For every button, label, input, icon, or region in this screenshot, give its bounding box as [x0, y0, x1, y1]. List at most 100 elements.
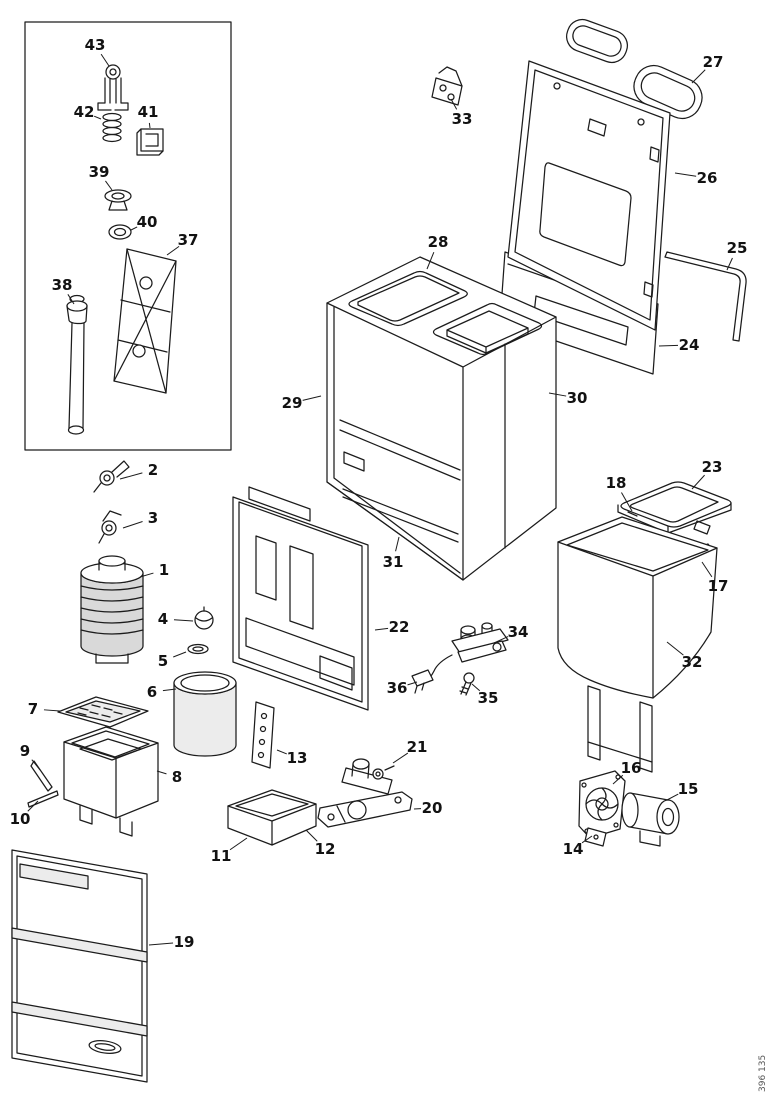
- callout-38: 38: [52, 276, 73, 294]
- part-19-door-drawing: [11, 849, 148, 1083]
- part-35-nut-drawing: [459, 672, 475, 696]
- cabinet-body-drawing: [326, 256, 557, 581]
- callout-17: 17: [708, 577, 729, 595]
- part-39-grommet-drawing: [104, 189, 132, 211]
- callout-24-leader: [658, 344, 679, 347]
- callout-9-leader: [31, 759, 41, 771]
- part-34-valve-assembly-drawing: [425, 622, 509, 681]
- callout-15: 15: [678, 780, 699, 798]
- callout-39-leader: [105, 180, 113, 191]
- callout-28-leader: [426, 251, 435, 270]
- callout-32: 32: [682, 653, 703, 671]
- callout-8: 8: [172, 768, 182, 786]
- callout-34: 34: [508, 623, 529, 641]
- callout-16-leader: [612, 774, 624, 785]
- callout-39: 39: [89, 163, 110, 181]
- callout-37: 37: [178, 231, 199, 249]
- part-20-mount-plate-drawing: [317, 791, 413, 828]
- part-15-motor-drawing: [621, 792, 680, 847]
- callout-25: 25: [727, 239, 748, 257]
- callout-33: 33: [452, 110, 473, 128]
- callout-5-leader: [173, 651, 187, 658]
- part-9-sliver-drawing: [30, 760, 53, 792]
- part-43-hook-bolt-drawing: [97, 64, 129, 111]
- part-4-cap-drawing: [194, 606, 214, 630]
- part-37-bracket-drawing: [113, 248, 177, 394]
- callout-1-leader: [139, 572, 154, 578]
- part-33-bracket-drawing: [431, 66, 463, 106]
- callout-16: 16: [621, 759, 642, 777]
- part-22-inner-panel-drawing: [232, 486, 369, 711]
- part-2-fitting-drawing: [93, 460, 130, 493]
- callout-30: 30: [567, 389, 588, 407]
- callout-30-leader: [548, 392, 567, 397]
- callout-22-leader: [374, 627, 389, 631]
- callout-23: 23: [702, 458, 723, 476]
- callout-20: 20: [422, 799, 443, 817]
- callout-27-leader: [691, 69, 706, 84]
- part-36-connector-drawing: [411, 669, 434, 694]
- callout-11: 11: [211, 847, 232, 865]
- part-27-oval-panels-drawing: [565, 18, 703, 120]
- callout-40-leader: [130, 226, 138, 231]
- callout-26-leader: [674, 172, 697, 177]
- callout-8-leader: [156, 770, 167, 775]
- callout-4-leader: [173, 619, 194, 622]
- callout-13-leader: [276, 749, 287, 755]
- callout-10-leader: [27, 800, 39, 812]
- part-13-strip-drawing: [251, 701, 275, 769]
- callout-2: 2: [148, 461, 158, 479]
- callout-21-leader: [392, 752, 409, 764]
- callout-21: 21: [407, 738, 428, 756]
- callout-6-leader: [162, 688, 177, 692]
- callout-41-leader: [148, 122, 151, 129]
- callout-12: 12: [315, 840, 336, 858]
- callout-23-leader: [691, 474, 705, 490]
- callout-4: 4: [158, 610, 168, 628]
- callout-36-leader: [407, 681, 418, 686]
- part-41-clip-drawing: [136, 128, 164, 156]
- callout-19-leader: [148, 942, 174, 946]
- callout-9: 9: [20, 742, 30, 760]
- callout-38-leader: [67, 294, 75, 305]
- callout-7: 7: [28, 700, 38, 718]
- callout-1: 1: [159, 561, 169, 579]
- part-6-canister-drawing: [173, 671, 237, 757]
- hardware-detail-box: [24, 21, 232, 451]
- part-1-motor-drawing: [80, 555, 144, 664]
- part-32-hopper-drawing: [557, 516, 718, 773]
- callout-42-leader: [93, 115, 102, 120]
- callout-43-leader: [100, 53, 110, 67]
- callout-25-leader: [726, 257, 733, 271]
- callout-42: 42: [74, 103, 95, 121]
- callout-15-leader: [666, 793, 679, 801]
- part-42-spring-drawing: [102, 112, 122, 143]
- part-16-fan-drawing: [578, 770, 626, 839]
- part-14-mount-bracket-drawing: [584, 827, 607, 847]
- callout-14-leader: [581, 835, 593, 844]
- callout-31-leader: [395, 536, 400, 552]
- part-5-seal-ring-drawing: [187, 643, 209, 655]
- callout-34-leader: [493, 636, 509, 644]
- callout-11-leader: [229, 837, 248, 851]
- callout-37-leader: [166, 245, 180, 256]
- part-11-drip-tray-drawing: [227, 789, 317, 846]
- part-38-tube-drawing: [66, 294, 88, 435]
- part-25-trim-rod-drawing: [664, 251, 747, 342]
- callout-28: 28: [428, 233, 449, 251]
- callout-18-leader: [621, 492, 633, 512]
- callout-36: 36: [387, 679, 408, 697]
- part-8-tub-drawing: [63, 726, 159, 837]
- callout-17-leader: [701, 561, 713, 578]
- callout-29-leader: [302, 395, 322, 401]
- callout-33-leader: [450, 98, 458, 110]
- callout-2-leader: [119, 472, 143, 480]
- callout-24: 24: [679, 336, 700, 354]
- callout-41: 41: [138, 103, 159, 121]
- part-18-hinge-seam-drawing: [627, 511, 638, 517]
- callout-14: 14: [563, 840, 584, 858]
- part-21-switch-bracket-drawing: [341, 758, 395, 795]
- part-10-rod-drawing: [27, 790, 59, 808]
